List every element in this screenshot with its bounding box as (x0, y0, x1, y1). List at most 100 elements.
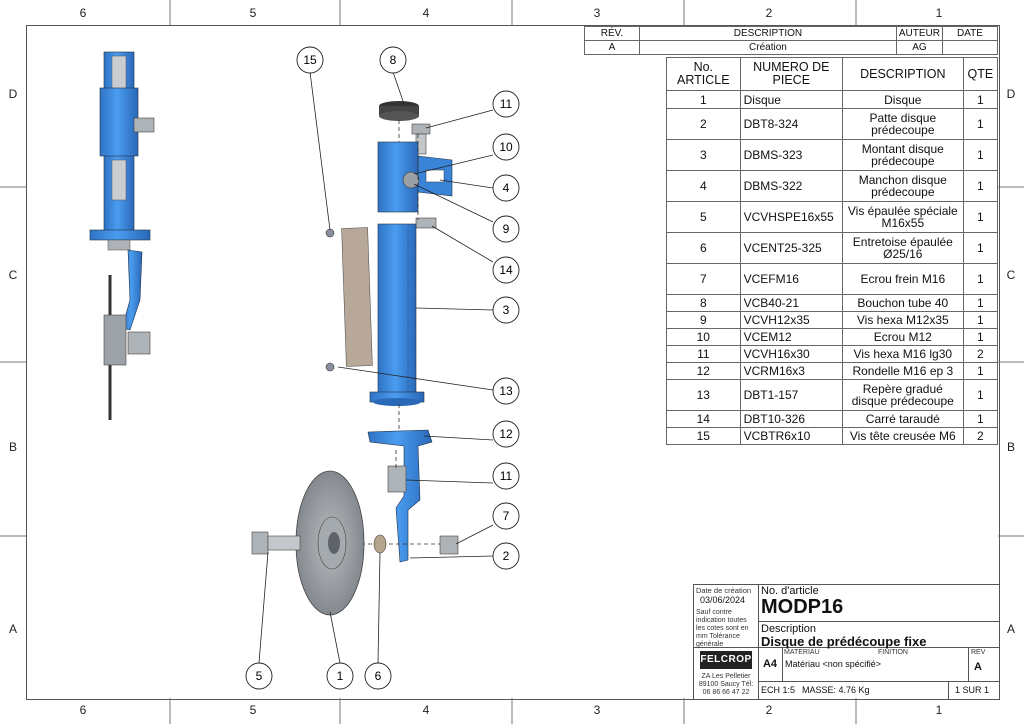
bom-cell-no: 13 (666, 379, 741, 411)
zone-col-label: 2 (765, 703, 773, 717)
balloon-label: 3 (503, 303, 510, 317)
company-logo: FELCROP (700, 651, 752, 669)
zone-row-label: C (8, 268, 18, 282)
bom-cell-no: 10 (666, 328, 741, 346)
zone-row-label: D (8, 87, 18, 101)
balloon-circle (492, 256, 520, 284)
balloon-label: 14 (499, 263, 513, 277)
bom-cell-desc: Repère gradué disque prédecoupe (841, 379, 964, 411)
bom-cell-part: VCRM16x3 (739, 362, 843, 380)
balloon-circle (492, 377, 520, 405)
sleeve-part (377, 141, 453, 213)
article-number: MODP16 (761, 596, 844, 618)
bom-cell-no: 2 (666, 108, 741, 140)
bom-cell-qty: 1 (962, 379, 999, 411)
plug-part (379, 101, 419, 121)
creation-date: 03/06/2024 (700, 595, 746, 605)
balloon-circle (492, 174, 520, 202)
title-date-cell: Date de création 03/06/2024 Sauf contre … (694, 585, 759, 648)
balloon-label: 11 (500, 469, 513, 483)
bom-cell-desc: Manchon disque prédecoupe (841, 170, 964, 202)
balloon-circle (492, 502, 520, 530)
bom-cell-part: VCENT25-325 (739, 232, 843, 264)
zone-col-label: 3 (593, 6, 601, 20)
scale-row: ECH 1:5 MASSE: 4.76 Kg 1 SUR 1 (758, 681, 999, 699)
zone-col-label: 1 (935, 6, 943, 20)
bom-cell-desc: Carré taraudé (841, 410, 964, 428)
bom-header-row: No. ARTICLE NUMERO DE PIECE DESCRIPTION … (666, 57, 999, 91)
bom-cell-qty: 1 (962, 170, 999, 202)
balloon-circle (492, 420, 520, 448)
balloon-circle (296, 46, 324, 74)
bom-cell-part: DBMS-323 (739, 139, 843, 171)
revision-header-row: RÉV. DESCRIPTION AUTEUR DATE (584, 26, 998, 41)
bom-table: No. ARTICLE NUMERO DE PIECE DESCRIPTION … (666, 57, 999, 445)
zone-row-label: C (1006, 268, 1016, 282)
balloon-circle (379, 46, 407, 74)
balloon-circle (492, 215, 520, 243)
square-nut-part (415, 217, 437, 229)
bom-cell-part: VCBTR6x10 (739, 427, 843, 445)
balloon-circle (492, 90, 520, 118)
bom-header-cell: DESCRIPTION (841, 57, 964, 91)
balloon-label: 1 (337, 669, 344, 683)
date-label: Date de création (696, 586, 752, 595)
balloon-circle (245, 662, 273, 690)
zone-row-label: A (8, 622, 17, 636)
balloon-label: 15 (303, 53, 317, 67)
spacer-part (373, 534, 387, 554)
rev-cell: AG (895, 40, 944, 55)
bom-cell-part: DBMS-322 (739, 170, 843, 202)
zone-col-label: 4 (422, 6, 430, 20)
balloon-circle (364, 662, 392, 690)
rev-cell: A (584, 40, 640, 55)
bom-cell-part: DBT10-326 (739, 410, 843, 428)
bom-header-cell: NUMERO DE PIECE (739, 57, 843, 91)
sheet-number: 1 SUR 1 (948, 681, 1005, 699)
screw-part (325, 228, 335, 238)
bom-cell-desc: Ecrou frein M16 (841, 263, 964, 295)
zone-col-label: 5 (249, 703, 257, 717)
sheet-format: A4 (758, 647, 783, 682)
bom-cell-qty: 1 (962, 108, 999, 140)
bom-header-cell: No. ARTICLE (666, 57, 741, 91)
zone-col-label: 6 (79, 703, 87, 717)
material-label: MATERIAU (784, 649, 820, 656)
balloon-label: 12 (499, 427, 513, 441)
balloon-circle (492, 133, 520, 161)
balloon-label: 4 (503, 181, 510, 195)
revision-row: A Création AG (584, 40, 998, 55)
screw-part (325, 362, 335, 372)
balloon-circle (492, 296, 520, 324)
revision-table: RÉV. DESCRIPTION AUTEUR DATE A Création … (584, 26, 998, 55)
zone-col-label: 5 (249, 6, 257, 20)
locknut-part (439, 535, 459, 555)
material-value: Matériau <non spécifié> (785, 659, 882, 669)
balloon-label: 10 (499, 140, 513, 154)
tolerance-note: Sauf contre indication toutes les cotes … (696, 609, 749, 648)
balloon-label: 5 (256, 669, 263, 683)
bom-cell-desc: Bouchon tube 40 (841, 294, 964, 312)
company-address: ZA Les Pelletier 89100 Saucy Tél: 06 86 … (698, 673, 754, 696)
balloon-leaders (258, 71, 494, 664)
zone-col-label: 2 (765, 6, 773, 20)
bom-cell-qty: 1 (962, 201, 999, 233)
bom-cell-desc: Vis hexa M16 lg30 (841, 345, 964, 363)
rev-cell: REV A (968, 647, 999, 682)
company-cell: FELCROP ZA Les Pelletier 89100 Saucy Tél… (694, 647, 759, 699)
zone-col-label: 1 (935, 703, 943, 717)
shoulder-bolt-part (251, 531, 301, 555)
disc-part (295, 470, 365, 616)
article-cell: No. d'article MODP16 (758, 585, 999, 622)
side-view (89, 51, 155, 420)
